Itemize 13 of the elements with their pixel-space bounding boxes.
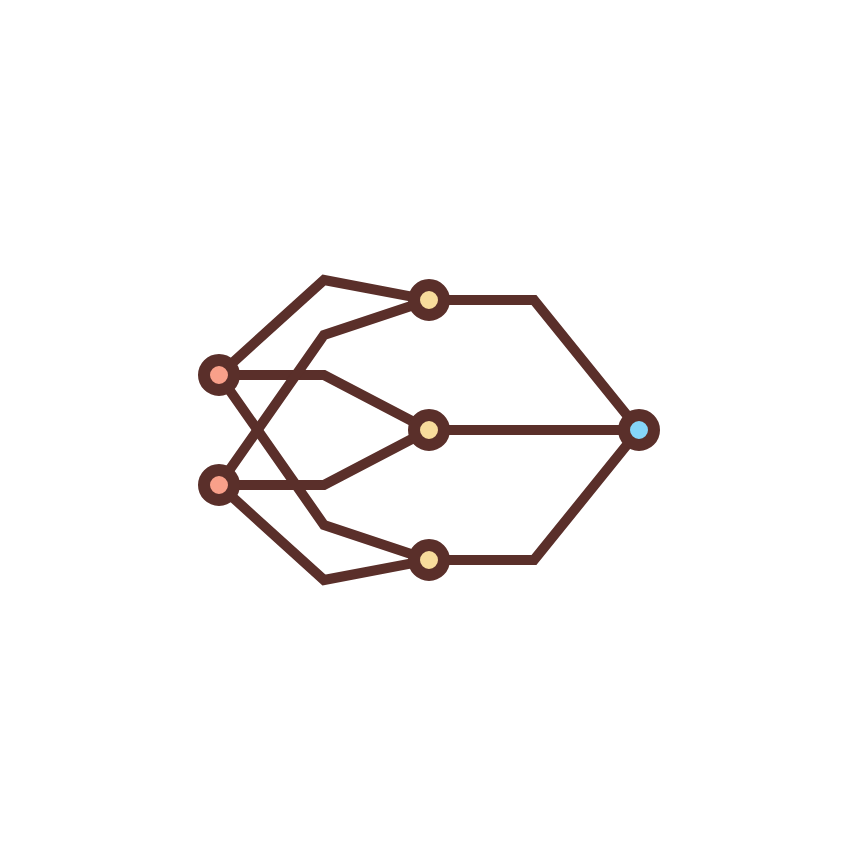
node-circle xyxy=(408,279,450,321)
node-circle xyxy=(408,409,450,451)
node-circle xyxy=(198,354,240,396)
node-circle xyxy=(408,539,450,581)
node-circle xyxy=(198,464,240,506)
connector xyxy=(223,384,417,560)
connector xyxy=(223,300,417,476)
node-circle xyxy=(618,409,660,451)
connector xyxy=(234,370,419,428)
connector xyxy=(234,432,419,490)
connector xyxy=(444,438,634,565)
connector xyxy=(444,425,624,435)
connector xyxy=(444,295,634,422)
